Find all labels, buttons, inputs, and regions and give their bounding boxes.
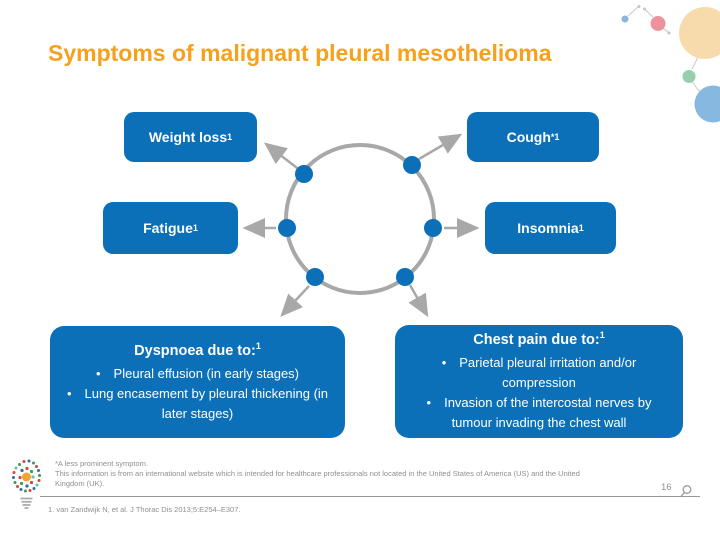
cough-arrow <box>418 133 463 161</box>
insomnia-label: Insomnia <box>517 220 579 236</box>
bullet-marker: • <box>95 365 101 381</box>
chest-pain-bullet-1-text: Parietal pleural irritation and/or compr… <box>459 355 637 390</box>
footnote-line-3: Kingdom (UK). <box>55 479 105 488</box>
hub-dot <box>278 219 296 237</box>
decor-node-dot <box>637 5 641 8</box>
decor-circle-peach <box>679 7 720 59</box>
reference-citation: 1. van Zandwijk N, et al. J Thorac Dis 2… <box>48 505 241 514</box>
hub-circle <box>284 143 436 295</box>
bullet-marker: • <box>66 385 72 401</box>
decor-node-dot <box>667 31 671 35</box>
dyspnoea-bullet-2: • Lung encasement by pleural thickening (… <box>50 384 345 424</box>
footnote-block: *A less prominent symptom. This informat… <box>55 459 580 489</box>
page-title: Symptoms of malignant pleural mesothelio… <box>48 40 552 66</box>
chest-pain-heading-text: Chest pain due to: <box>473 332 600 348</box>
decor-circle-green <box>682 70 696 83</box>
footnote-line-2: This information is from an internationa… <box>55 469 580 478</box>
fatigue-label: Fatigue <box>143 220 193 236</box>
hub-dots <box>278 156 442 286</box>
cough-label: Cough <box>506 129 551 145</box>
decor-circle-small-blue <box>621 15 629 23</box>
bullet-marker: • <box>426 395 432 410</box>
decor-node-dot <box>643 7 646 11</box>
dyspnoea-bullet-1: • Pleural effusion (in early stages) <box>50 364 345 384</box>
dyspnoea-arrow <box>280 285 310 317</box>
hub-dot <box>396 268 414 286</box>
hub-dot <box>403 156 421 174</box>
dyspnoea-heading: Dyspnoea due to:1 <box>50 341 345 361</box>
decor-bubble-network <box>621 5 720 123</box>
connector-arrows <box>242 133 480 318</box>
footer-divider <box>40 496 700 497</box>
decor-circle-blue <box>694 85 720 123</box>
chest-pain-bullet-2-text: Invasion of the intercostal nerves by tu… <box>444 395 652 430</box>
chest-pain-arrow <box>408 284 429 318</box>
page-number: 16 <box>661 482 672 493</box>
hub-dot <box>295 165 313 183</box>
weight-loss-label: Weight loss <box>148 129 228 145</box>
chest-pain-bullet-2: • Invasion of the intercostal nerves by t… <box>395 393 683 433</box>
chest-pain-heading: Chest pain due to:1 <box>395 330 683 350</box>
chest-pain-box: Chest pain due to:1 • Parietal pleural ir… <box>395 325 683 438</box>
lightbulb-icon <box>12 459 41 509</box>
dyspnoea-heading-text: Dyspnoea due to: <box>134 342 256 359</box>
hub-dot <box>424 219 442 237</box>
dyspnoea-heading-sup: 1 <box>255 340 261 351</box>
weight-loss-arrow <box>264 142 302 172</box>
dyspnoea-box: Dyspnoea due to:1 • Pleural effusion (in … <box>50 326 345 438</box>
cough-box: Cough*1 <box>467 112 599 162</box>
chest-pain-heading-sup: 1 <box>599 330 605 341</box>
decor-circle-pink <box>650 16 666 31</box>
footnote-line-1: *A less prominent symptom. <box>55 459 148 468</box>
dyspnoea-bullet-2-text: Lung encasement by pleural thickening (i… <box>84 385 329 421</box>
dyspnoea-bullet-1-text: Pleural effusion (in early stages) <box>113 365 300 381</box>
bullet-marker: • <box>441 355 447 370</box>
chest-pain-bullet-1: • Parietal pleural irritation and/or comp… <box>395 353 683 393</box>
hub-dot <box>306 268 324 286</box>
